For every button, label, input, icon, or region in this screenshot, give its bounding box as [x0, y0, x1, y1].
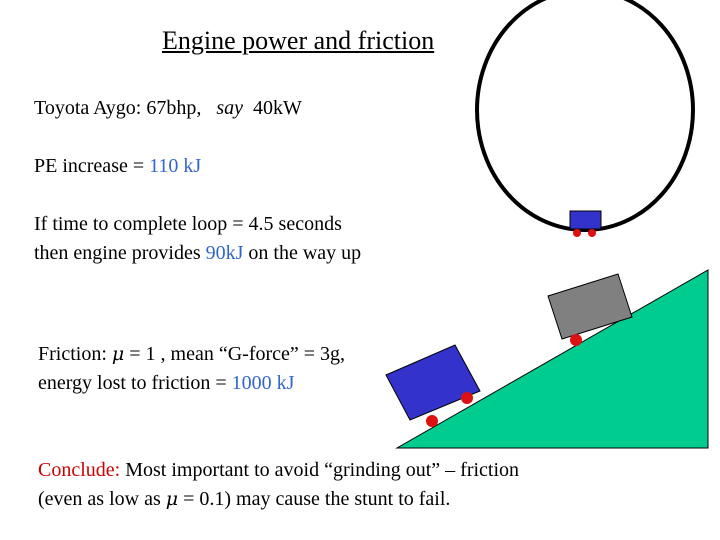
car-middle — [547, 273, 633, 346]
loop-circle — [475, 0, 695, 232]
car-bottom-wheel-rear — [426, 415, 438, 427]
friction-energy-value: 1000 kJ — [231, 372, 295, 394]
car-bottom-wheel-front — [461, 392, 473, 404]
power-value: 40kW — [253, 97, 302, 119]
conclude-text: Most important to avoid “grinding out” –… — [120, 459, 520, 481]
conclude-prefix: (even as low as — [38, 488, 166, 510]
friction-energy-prefix: energy lost to friction = — [38, 372, 232, 394]
car-top — [569, 210, 602, 237]
engine-suffix: on the way up — [243, 242, 362, 264]
time-line-2: then engine provides 90kJ on the way up — [34, 239, 361, 268]
car-top-body — [569, 210, 602, 230]
car-middle-wheel — [570, 334, 582, 346]
conclude-suffix: = 0.1) may cause the stunt to fail. — [178, 488, 451, 510]
conclude-line-2: (even as low as μ = 0.1) may cause the s… — [38, 485, 450, 514]
car-top-wheel-left — [573, 229, 581, 237]
engine-energy-value: 90kJ — [205, 242, 244, 264]
time-line-1: If time to complete loop = 4.5 seconds — [34, 213, 342, 235]
car-bottom-body — [385, 344, 481, 421]
pe-prefix: PE increase = — [34, 155, 150, 177]
friction-line-2: energy lost to friction = 1000 kJ — [38, 369, 294, 398]
pe-line: PE increase = 110 kJ — [34, 152, 201, 181]
car-top-wheel-right — [588, 229, 596, 237]
pe-value: 110 kJ — [149, 155, 202, 177]
conclude-line-1: Conclude: Most important to avoid “grind… — [38, 456, 519, 485]
engine-prefix: then engine provides — [34, 242, 206, 264]
slide-title: Engine power and friction — [162, 26, 435, 55]
car-power-prefix: Toyota Aygo: 67bhp, — [34, 97, 202, 119]
friction-suffix: = 1 , mean “G-force” = 3g, — [124, 343, 346, 365]
car-bottom — [385, 344, 481, 427]
friction-line-1: Friction: μ = 1 , mean “G-force” = 3g, — [38, 340, 345, 369]
car-power-line: Toyota Aygo: 67bhp, say 40kW — [34, 94, 302, 123]
conclude-label: Conclude: — [38, 459, 121, 481]
say-word: say — [216, 97, 243, 119]
mu-symbol: μ — [111, 343, 125, 365]
friction-prefix: Friction: — [38, 343, 112, 365]
mu-symbol-2: μ — [165, 488, 179, 510]
car-middle-body — [547, 273, 633, 340]
